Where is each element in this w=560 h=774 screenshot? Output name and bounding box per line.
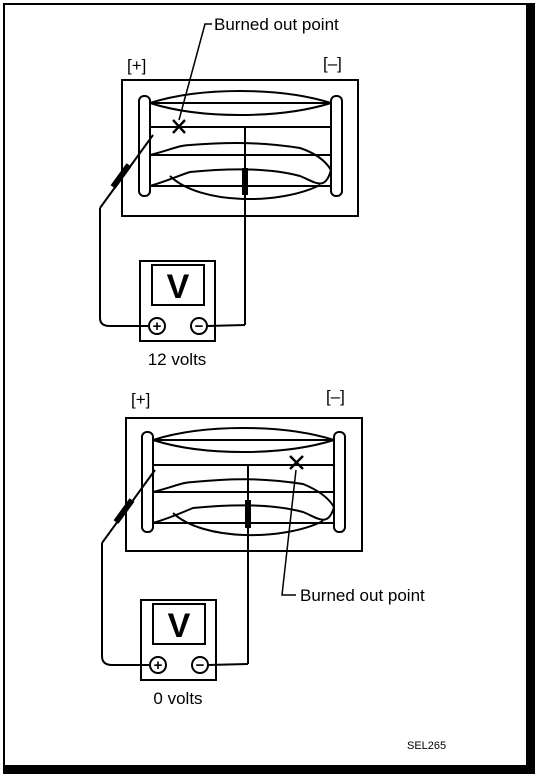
top-reading: 12 volts — [148, 350, 207, 369]
bottom-voltmeter-display — [152, 603, 206, 645]
bottom-meter-symbol: V — [168, 607, 191, 645]
top-probe-plus-grip — [110, 163, 132, 189]
top-curve-upper — [149, 90, 332, 104]
top-meter-minus-terminal — [190, 317, 208, 335]
bottom-left-bus-bar — [141, 431, 154, 533]
top-meter-symbol: V — [167, 268, 190, 306]
bottom-curve-upper-b — [152, 439, 335, 453]
figure-code: SEL265 — [407, 740, 446, 752]
bottom-meter-minus-terminal — [191, 656, 209, 674]
bottom-plus-terminal-label: [+] — [131, 390, 150, 409]
top-right-bus-bar — [330, 95, 343, 197]
bottom-curve-lower-b — [152, 504, 335, 524]
top-left-bus-bar — [138, 95, 151, 197]
bottom-probe-plus-grip — [113, 498, 135, 524]
bottom-burned-point-x — [289, 455, 304, 470]
bottom-panel — [101, 417, 363, 681]
top-lead-minus — [206, 324, 246, 327]
bottom-curve-lower-a — [152, 478, 335, 508]
top-curve-bottom — [169, 175, 321, 201]
bottom-burned-label: Burned out point — [300, 586, 425, 605]
bottom-curve-upper — [152, 427, 335, 441]
bottom-burned-leader — [281, 469, 297, 596]
bottom-lead-plus — [101, 543, 149, 666]
bottom-reading: 0 volts — [153, 689, 202, 708]
bottom-minus-terminal-label: [–] — [326, 387, 345, 406]
bottom-right-bus-bar — [333, 431, 346, 533]
top-minus-terminal-label: [–] — [323, 54, 342, 73]
top-burned-leader — [178, 23, 212, 121]
top-burned-point-x — [172, 119, 186, 134]
top-meter-plus-sign: + — [153, 318, 162, 335]
top-plus-terminal-label: [+] — [127, 56, 146, 75]
top-voltmeter-body — [139, 260, 216, 342]
bottom-curve-bottom — [172, 512, 324, 537]
figure-frame — [3, 3, 535, 774]
top-glass-panel — [121, 79, 359, 217]
top-meter-minus-sign: − — [195, 318, 204, 335]
top-voltmeter-display — [151, 264, 205, 306]
bottom-glass-panel — [125, 417, 363, 552]
top-panel — [99, 23, 359, 342]
bottom-meter-minus-sign: − — [196, 657, 205, 674]
bottom-meter-plus-terminal — [149, 656, 167, 674]
top-meter-plus-terminal — [148, 317, 166, 335]
bottom-meter-plus-sign: + — [154, 657, 163, 674]
top-lead-plus — [99, 208, 148, 327]
top-curve-lower-b — [149, 168, 332, 187]
top-curve-lower-a — [149, 142, 332, 171]
top-curve-upper-b — [149, 102, 332, 116]
bottom-lead-minus — [207, 663, 249, 666]
bottom-voltmeter-body — [140, 599, 217, 681]
top-burned-label: Burned out point — [214, 15, 339, 34]
